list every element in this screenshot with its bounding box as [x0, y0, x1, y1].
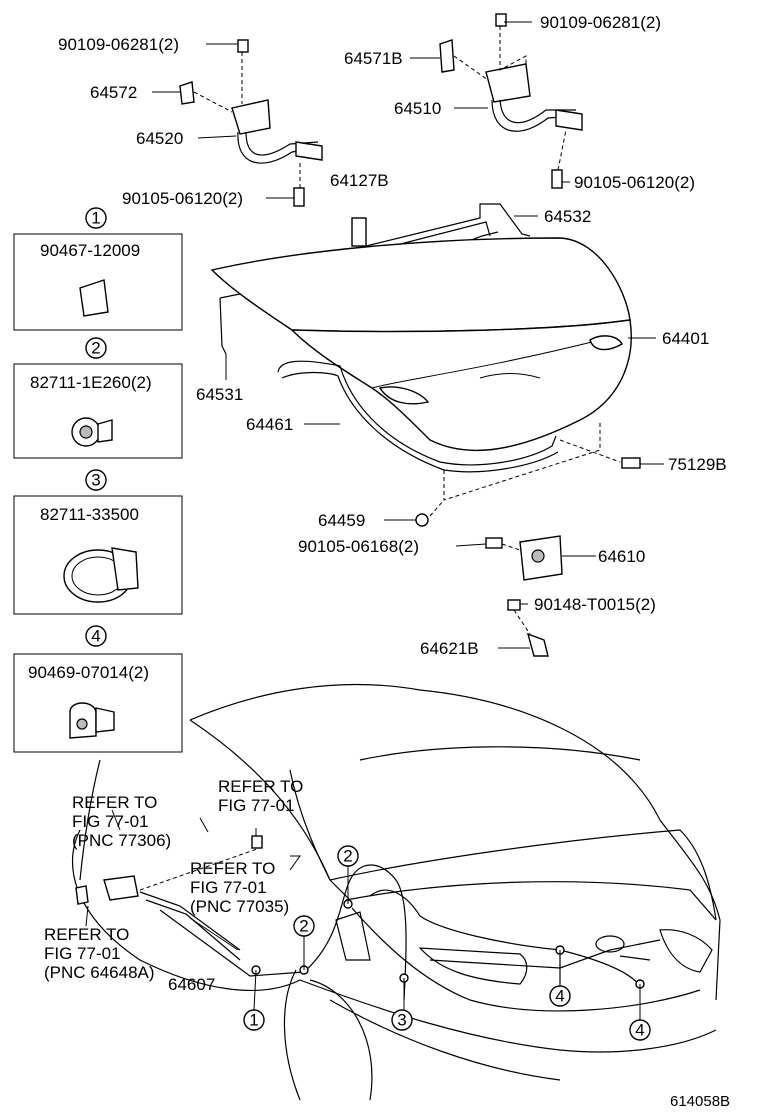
legend-box-4	[13, 653, 183, 753]
svg-text:2: 2	[299, 917, 308, 936]
car-callout-2a: 2	[293, 915, 315, 970]
label-64461: 64461	[246, 415, 293, 434]
cable-64607[interactable]	[139, 891, 241, 951]
label-90105-06120-left: 90105-06120(2)	[122, 189, 243, 208]
lock-64610[interactable]	[485, 535, 563, 581]
svg-text:4: 4	[555, 987, 564, 1006]
trunk-lid-64401[interactable]	[210, 237, 632, 452]
label-64532: 64532	[544, 207, 591, 226]
legend-box-3	[13, 495, 183, 615]
bolt-icon-lower-left	[293, 187, 305, 207]
label-64571B: 64571B	[344, 49, 403, 68]
part-75129B[interactable]	[621, 457, 641, 469]
striker-64621B[interactable]	[526, 632, 549, 657]
svg-text:2: 2	[343, 847, 352, 866]
label-64459: 64459	[318, 511, 365, 530]
bolt-icon-lock	[485, 537, 503, 549]
label-90105-06120-right: 90105-06120(2)	[574, 173, 695, 192]
label-90105-06168: 90105-06168(2)	[298, 537, 419, 556]
weatherstrip-64461[interactable]	[277, 360, 557, 466]
bolt-icon-lower-right	[551, 169, 563, 189]
bolt-icon	[237, 39, 249, 53]
legend-box-3-part: 82711-33500	[40, 505, 139, 524]
legend-box-2	[13, 363, 183, 459]
refer-note-2: REFER TO FIG 77-01 (PNC 77306)	[72, 793, 171, 850]
callout-2-number: 2	[91, 339, 100, 358]
hinge-left-64520[interactable]	[179, 39, 323, 207]
part-64459[interactable]	[415, 513, 429, 527]
label-64607: 64607	[168, 975, 215, 994]
clip-icon-90467	[79, 279, 109, 317]
svg-text:4: 4	[635, 1021, 644, 1040]
part-64127B[interactable]	[351, 217, 367, 247]
legend-box-1-part: 90467-12009	[40, 241, 140, 260]
legend-box-2-part: 82711-1E260(2)	[30, 373, 152, 392]
clip-64572-icon	[179, 81, 195, 105]
label-64510: 64510	[394, 99, 441, 118]
label-90109-06281-left: 90109-06281(2)	[58, 35, 179, 54]
car-callout-4b: 4	[629, 984, 651, 1041]
bolt-icon-top-right	[495, 13, 507, 27]
callout-1-number: 1	[91, 209, 100, 228]
label-64572: 64572	[90, 83, 137, 102]
callout-4-number: 4	[91, 627, 100, 646]
label-64520: 64520	[136, 129, 183, 148]
clip-64571B-icon	[439, 39, 455, 73]
car-callout-1: 1	[243, 969, 265, 1031]
label-64127B: 64127B	[330, 171, 389, 190]
label-75129B: 75129B	[668, 455, 727, 474]
legend-item-1: 1 90467-12009	[13, 207, 183, 331]
refer-note-1: REFER TO FIG 77-01	[218, 777, 308, 815]
car-callout-4a: 4	[549, 950, 571, 1007]
label-64531: 64531	[196, 385, 243, 404]
label-90148-T0015: 90148-T0015(2)	[534, 595, 656, 614]
car-callout-3: 3	[391, 978, 413, 1031]
refer-note-3: REFER TO FIG 77-01 (PNC 77035)	[190, 859, 289, 916]
legend-item-3: 3 82711-33500	[13, 469, 183, 615]
svg-text:3: 3	[397, 1011, 406, 1030]
fuel-lid-opener-part[interactable]	[103, 875, 139, 901]
svg-text:1: 1	[249, 1011, 258, 1030]
label-64401: 64401	[662, 329, 709, 348]
legend-box-4-part: 90469-07014(2)	[28, 663, 149, 682]
callout-3-number: 3	[91, 471, 100, 490]
legend-item-4: 4 90469-07014(2)	[13, 625, 183, 753]
label-90109-06281-right: 90109-06281(2)	[540, 13, 661, 32]
diagram-id: 614058B	[670, 1093, 730, 1110]
vehicle-rear-view	[72, 683, 721, 1101]
legend-box-1	[13, 233, 183, 331]
car-callout-2b: 2	[337, 845, 359, 904]
callout-1-circle	[85, 207, 107, 229]
bolt-icon-90148	[507, 599, 521, 611]
legend-item-2: 2 82711-1E260(2)	[13, 337, 183, 459]
label-64610: 64610	[598, 547, 645, 566]
label-64621B: 64621B	[420, 639, 479, 658]
hinge-right-64510[interactable]	[439, 13, 583, 189]
refer-note-4: REFER TO FIG 77-01 (PNC 64648A)	[44, 925, 155, 982]
